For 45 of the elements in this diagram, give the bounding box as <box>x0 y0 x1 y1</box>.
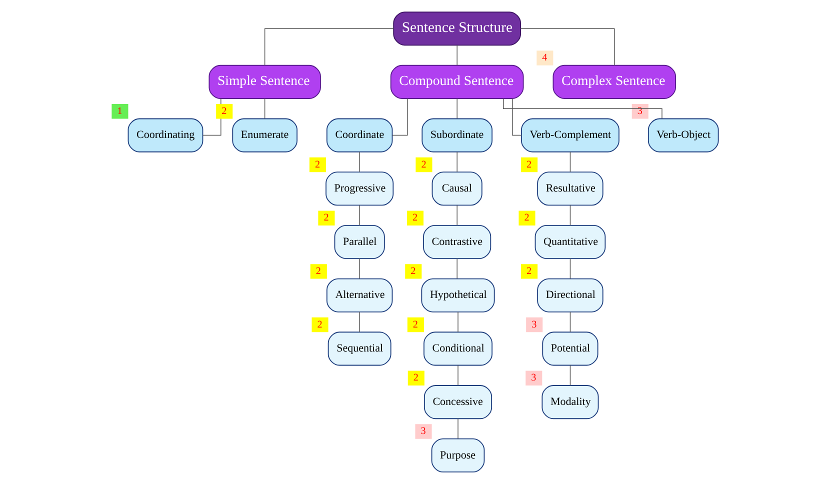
connector <box>359 204 360 226</box>
connector <box>456 258 458 279</box>
node-box: Subordinate <box>422 118 492 152</box>
connector <box>392 98 408 136</box>
connector <box>456 98 458 119</box>
node-label: 2 <box>413 372 418 384</box>
node-label: 4 <box>542 52 548 64</box>
connector <box>456 44 458 66</box>
node-label: 1 <box>117 106 122 117</box>
connector <box>570 204 571 226</box>
connector <box>202 98 222 136</box>
node-label: 2 <box>526 266 532 278</box>
node-label: 3 <box>531 372 536 384</box>
node-label: 2 <box>316 266 321 278</box>
node-label: 2 <box>222 106 227 117</box>
node-label: 2 <box>317 319 322 330</box>
node-label: 2 <box>410 266 416 278</box>
connector <box>359 152 360 172</box>
connector <box>512 98 522 136</box>
connector <box>570 258 571 279</box>
node-label: 2 <box>524 212 530 224</box>
connector <box>264 28 394 66</box>
node-label: 2 <box>526 159 532 170</box>
connector <box>520 28 615 66</box>
node-box: Sentence Structure <box>393 12 522 46</box>
node-box: Compound Sentence <box>390 64 524 99</box>
node-label: 2 <box>324 212 329 224</box>
node-label: 3 <box>637 106 642 117</box>
node-box: Verb-Complement <box>521 118 620 152</box>
connector <box>456 204 458 226</box>
node-box: Coordinate <box>326 118 393 152</box>
node-label: 3 <box>420 426 426 438</box>
connector <box>359 312 360 332</box>
connector <box>570 152 571 172</box>
node-label: 3 <box>532 319 537 330</box>
node-box: Simple Sentence <box>208 64 321 99</box>
connector <box>264 98 266 119</box>
node-label: 2 <box>421 159 426 170</box>
node-label: 2 <box>412 319 418 330</box>
node-label: 2 <box>314 159 320 170</box>
connector <box>570 312 571 332</box>
connector <box>359 258 360 279</box>
connector <box>570 364 571 386</box>
node-label: 2 <box>412 212 418 224</box>
connector <box>456 152 458 172</box>
